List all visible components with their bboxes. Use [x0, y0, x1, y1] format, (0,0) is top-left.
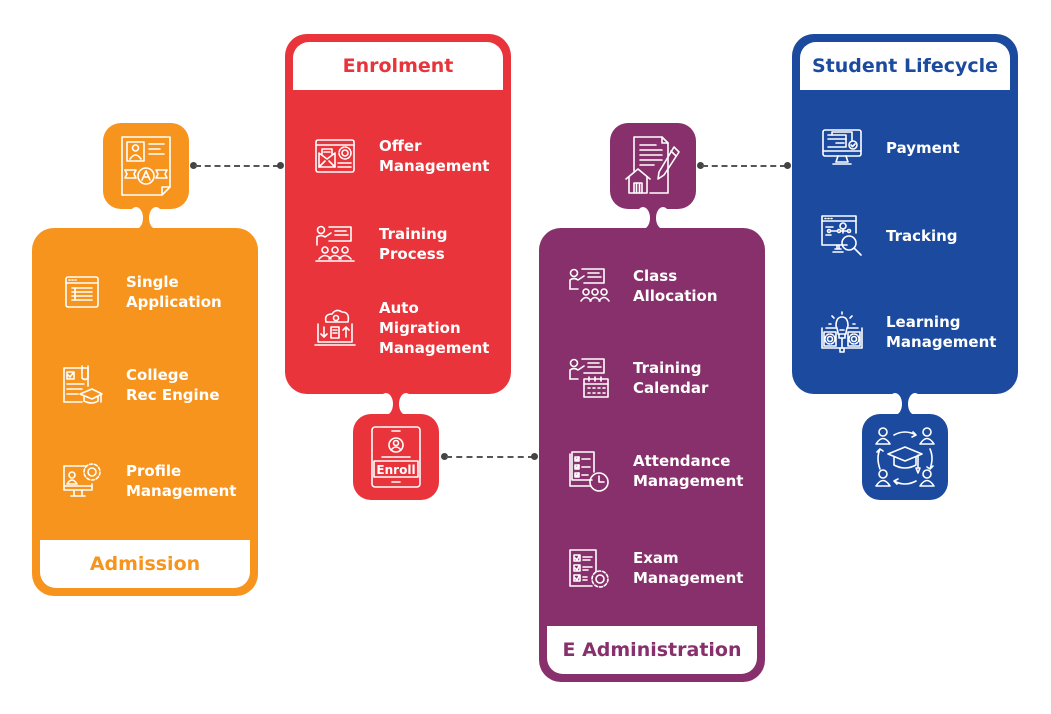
eadmin-item-label: Class Allocation — [633, 267, 718, 305]
enrolment-title: Enrolment — [293, 42, 503, 90]
connector-admission-enrolment — [195, 165, 279, 167]
lifecycle-item-payment: Payment — [822, 120, 1008, 176]
enroll-icon-box: Enroll — [353, 414, 439, 500]
exam-checklist-icon — [569, 548, 609, 588]
connector-eadmin-lifecycle — [702, 165, 786, 167]
eadmin-title: E Administration — [547, 626, 757, 674]
lifecycle-connector-neck — [888, 393, 922, 415]
graduation-cycle-icon — [875, 427, 935, 487]
lifecycle-item-label: Payment — [886, 139, 960, 157]
connector-dot — [784, 162, 791, 169]
lifecycle-card: Student Lifecycle Payment Tracking Learn… — [792, 34, 1018, 394]
eadmin-card: Class Allocation Training Calendar Atten… — [539, 228, 765, 682]
enrolment-connector-neck — [379, 393, 413, 415]
enrolment-item-offer-management: Offer Management — [315, 128, 501, 184]
eadmin-item-exam-management: Exam Management — [569, 540, 755, 596]
eadmin-connector-neck — [636, 207, 670, 229]
enrolment-item-label: Training Process — [379, 225, 448, 263]
admission-icon-box — [103, 123, 189, 209]
admission-item-label: Profile Management — [126, 462, 237, 500]
lifecycle-item-tracking: Tracking — [821, 208, 1008, 264]
admission-card: Single Application College Rec Engine Pr… — [32, 228, 258, 596]
enrolment-item-training-process: Training Process — [315, 216, 501, 272]
payment-monitor-icon — [822, 128, 862, 168]
admission-item-single-application: Single Application — [62, 264, 248, 320]
lifecycle-item-label: Tracking — [886, 227, 958, 245]
enroll-tablet-icon: Enroll — [371, 426, 421, 488]
eadmin-item-training-calendar: Training Calendar — [569, 350, 755, 406]
svg-text:Enroll: Enroll — [376, 463, 415, 477]
training-presentation-icon — [315, 224, 355, 264]
tracking-search-icon — [821, 215, 862, 256]
enrolment-card: Enrolment Offer Management Training Proc… — [285, 34, 511, 394]
training-calendar-icon — [569, 358, 609, 398]
connector-dot — [531, 453, 538, 460]
connector-enrolment-eadmin — [446, 456, 534, 458]
college-recommendation-icon — [62, 365, 103, 405]
admission-title: Admission — [40, 540, 250, 588]
attendance-clock-icon — [569, 451, 609, 492]
lifecycle-item-label: Learning Management — [886, 313, 997, 351]
eadmin-item-label: Attendance Management — [633, 452, 744, 490]
eadmin-item-class-allocation: Class Allocation — [569, 258, 755, 314]
admission-item-college-rec-engine: College Rec Engine — [62, 357, 248, 413]
enrolment-item-label: Auto Migration Management — [379, 299, 490, 357]
offer-mail-icon — [315, 136, 355, 176]
cloud-migration-icon — [314, 308, 356, 348]
lifecycle-title: Student Lifecycle — [800, 42, 1010, 90]
connector-dot — [441, 453, 448, 460]
admission-item-label: College Rec Engine — [126, 366, 220, 404]
admission-connector-neck — [129, 207, 163, 229]
admission-item-profile-management: Profile Management — [62, 453, 248, 509]
application-form-icon — [62, 272, 102, 312]
profile-settings-icon — [62, 461, 102, 501]
admission-item-label: Single Application — [126, 273, 222, 311]
class-allocation-icon — [569, 266, 610, 306]
learning-bulb-book-icon — [821, 311, 863, 353]
eadmin-icon-box — [610, 123, 696, 209]
connector-dot — [697, 162, 704, 169]
lifecycle-icon-box — [862, 414, 948, 500]
connector-dot — [277, 162, 284, 169]
eadmin-item-label: Training Calendar — [633, 359, 709, 397]
eadmin-item-attendance-management: Attendance Management — [569, 443, 755, 499]
enrolment-item-label: Offer Management — [379, 137, 490, 175]
eadmin-item-label: Exam Management — [633, 549, 744, 587]
connector-dot — [190, 162, 197, 169]
document-house-pen-icon — [625, 136, 680, 194]
lifecycle-item-learning-management: Learning Management — [821, 304, 1008, 360]
enrolment-item-auto-migration: Auto Migration Management — [314, 299, 501, 357]
admission-certificate-icon — [121, 136, 171, 196]
